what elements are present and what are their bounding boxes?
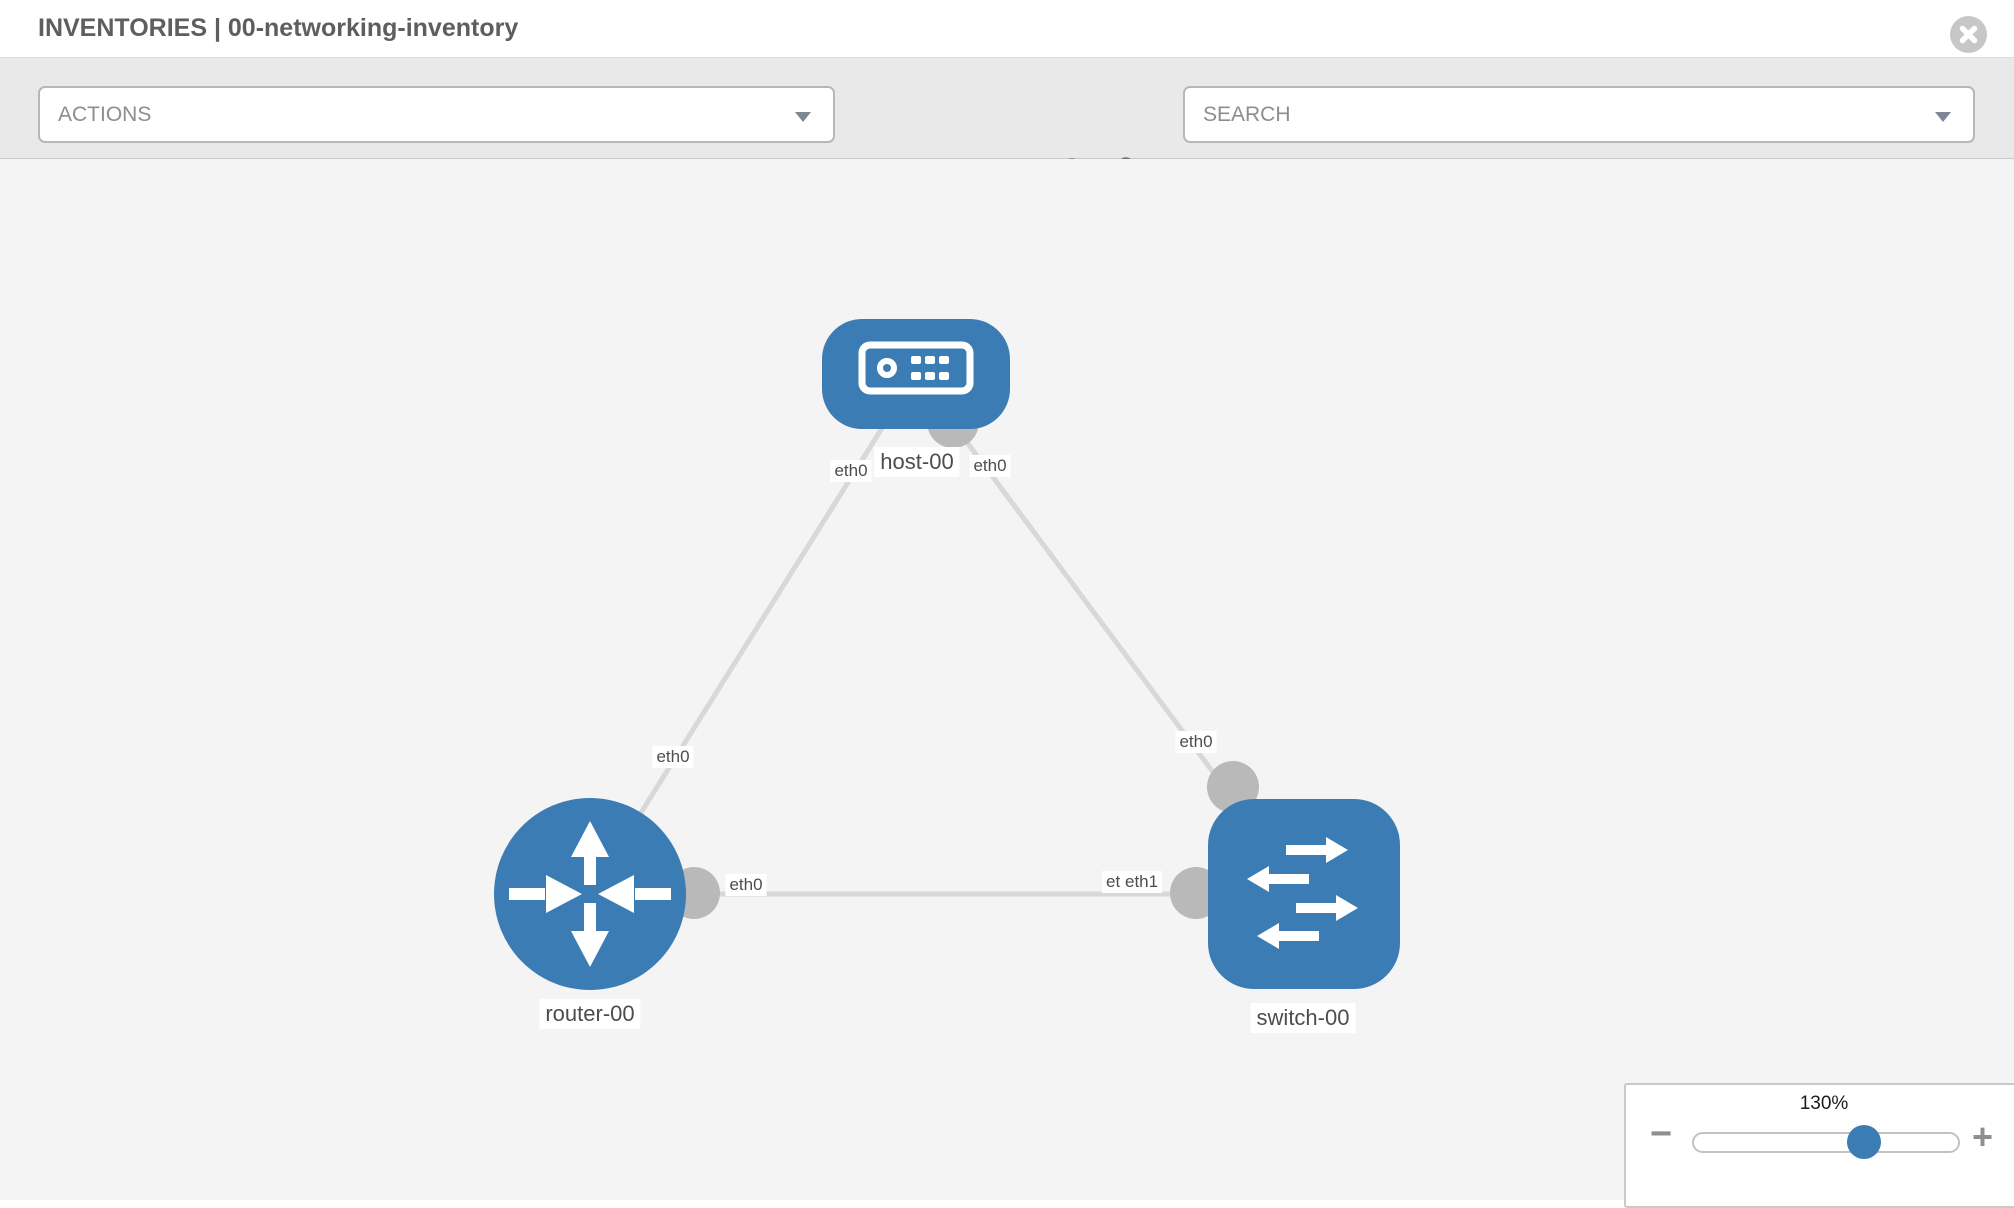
actions-dropdown-label: ACTIONS (58, 102, 152, 126)
interface-label: eth1 (1121, 871, 1163, 893)
actions-dropdown[interactable]: ACTIONS (38, 86, 835, 143)
node-switch-00[interactable] (1208, 799, 1400, 989)
zoom-slider-knob[interactable] (1847, 1125, 1881, 1159)
topology-canvas[interactable]: eth0 eth0 eth0 eth0 eth0 eth0 eth1 host-… (0, 159, 2014, 1200)
toolbar: ACTIONS SEARCH (0, 58, 2014, 188)
node-label-switch: switch-00 (1250, 1003, 1356, 1033)
zoom-out-button[interactable]: − (1650, 1113, 1673, 1155)
node-label-router: router-00 (539, 999, 641, 1029)
node-router-00[interactable] (494, 798, 686, 990)
interface-label: eth0 (1175, 731, 1217, 753)
node-label-host: host-00 (874, 447, 960, 477)
interface-label: eth0 (725, 874, 767, 896)
host-icon (858, 341, 974, 395)
zoom-control-panel: 130% − + (1624, 1083, 2014, 1208)
close-x-glyph (1959, 25, 1978, 44)
page-title: INVENTORIES | 00-networking-inventory (38, 14, 519, 42)
header: INVENTORIES | 00-networking-inventory (0, 0, 2014, 58)
zoom-level: 130% (1799, 1093, 1849, 1114)
search-dropdown[interactable]: SEARCH (1183, 86, 1975, 143)
interface-label: eth0 (652, 746, 694, 768)
interface-label: eth0 (969, 455, 1011, 477)
zoom-in-button[interactable]: + (1972, 1116, 1994, 1157)
node-host-00[interactable] (822, 319, 1010, 429)
topology-svg (494, 319, 1400, 990)
zoom-slider-track[interactable] (1692, 1132, 1960, 1153)
switch-icon (1247, 837, 1358, 949)
chevron-down-icon (795, 112, 811, 122)
search-placeholder: SEARCH (1203, 102, 1291, 126)
close-icon[interactable] (1950, 16, 1987, 53)
chevron-down-icon (1935, 112, 1951, 122)
interface-label: eth0 (830, 460, 872, 482)
router-icon (509, 821, 671, 967)
